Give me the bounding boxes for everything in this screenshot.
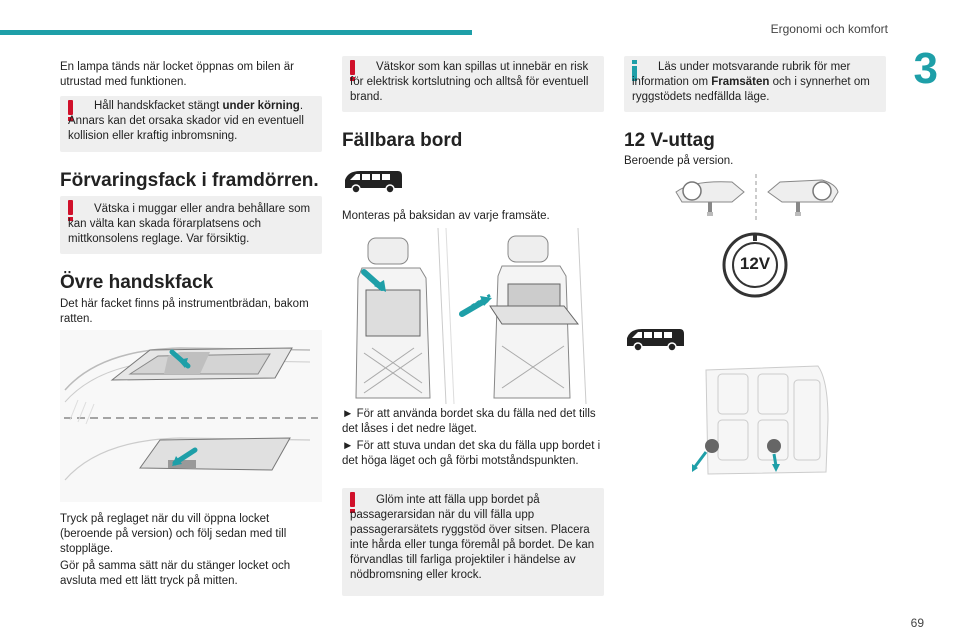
rear-sockets-illustration	[688, 360, 832, 480]
header-accent-bar	[0, 30, 472, 35]
upper-glovebox-description: Det här facket finns på instrumentbrädan…	[60, 298, 309, 325]
warning-icon	[68, 100, 74, 121]
dashboard-location-illustration	[672, 174, 842, 222]
warning-icon	[68, 200, 74, 221]
van-icon	[342, 168, 404, 194]
info-text: Läs under motsvarande rubrik för mer inf…	[632, 61, 851, 88]
info-box-seats: Läs under motsvarande rubrik för mer inf…	[624, 56, 886, 112]
warning-text-rest: . Annars kan det orsaka skador vid en ev…	[68, 100, 304, 142]
info-icon	[632, 60, 637, 81]
stow-table-step: ► För att stuva undan det ska du fälla u…	[342, 440, 601, 467]
warning-icon	[350, 492, 356, 513]
heading-door-storage: Förvaringsfack i framdörren.	[60, 170, 319, 191]
heading-12v-socket: 12 V-uttag	[624, 130, 715, 151]
chapter-tab	[898, 0, 960, 122]
warning-text: Håll handskfacket stängt	[94, 100, 223, 112]
info-text-rest: och i synnerhet om ryggstödets nedfällda…	[632, 76, 870, 103]
warning-text: Glöm inte att fälla upp bordet på passag…	[350, 494, 595, 581]
info-emphasis: Framsäten	[711, 76, 770, 88]
heading-folding-tables: Fällbara bord	[342, 130, 463, 151]
folding-table-illustration	[342, 227, 604, 405]
use-table-step: ► För att använda bordet ska du fälla ne…	[342, 408, 596, 435]
open-instruction: Tryck på reglaget när du vill öppna lock…	[60, 513, 287, 555]
warning-text: Vätska i muggar eller andra behållare so…	[68, 203, 311, 245]
intro-text: En lampa tänds när locket öppnas om bile…	[60, 61, 294, 88]
socket-version-note: Beroende på version.	[624, 155, 734, 167]
page-number: 69	[910, 616, 924, 630]
close-instruction: Gör på samma sätt när du stänger locket …	[60, 560, 291, 587]
chapter-number: 3	[913, 44, 938, 93]
warning-text: Vätskor som kan spillas ut innebär en ri…	[350, 61, 589, 103]
warning-box-glovebox: Håll handskfacket stängt under körning. …	[60, 96, 322, 152]
heading-upper-glovebox: Övre handskfack	[60, 272, 214, 293]
warning-box-table: Glöm inte att fälla upp bordet på passag…	[342, 488, 604, 596]
section-title: Ergonomi och komfort	[770, 22, 888, 36]
glovebox-illustration	[60, 330, 322, 502]
warning-icon	[350, 60, 356, 81]
warning-box-liquids: Vätskor som kan spillas ut innebär en ri…	[342, 56, 604, 112]
warning-emphasis: under körning	[222, 100, 300, 112]
socket-label: 12V	[739, 254, 771, 273]
van-icon	[624, 326, 686, 352]
tables-description: Monteras på baksidan av varje framsäte.	[342, 210, 550, 222]
12v-socket-icon: 12V	[722, 232, 788, 298]
warning-box-cups: Vätska i muggar eller andra behållare so…	[60, 196, 322, 254]
